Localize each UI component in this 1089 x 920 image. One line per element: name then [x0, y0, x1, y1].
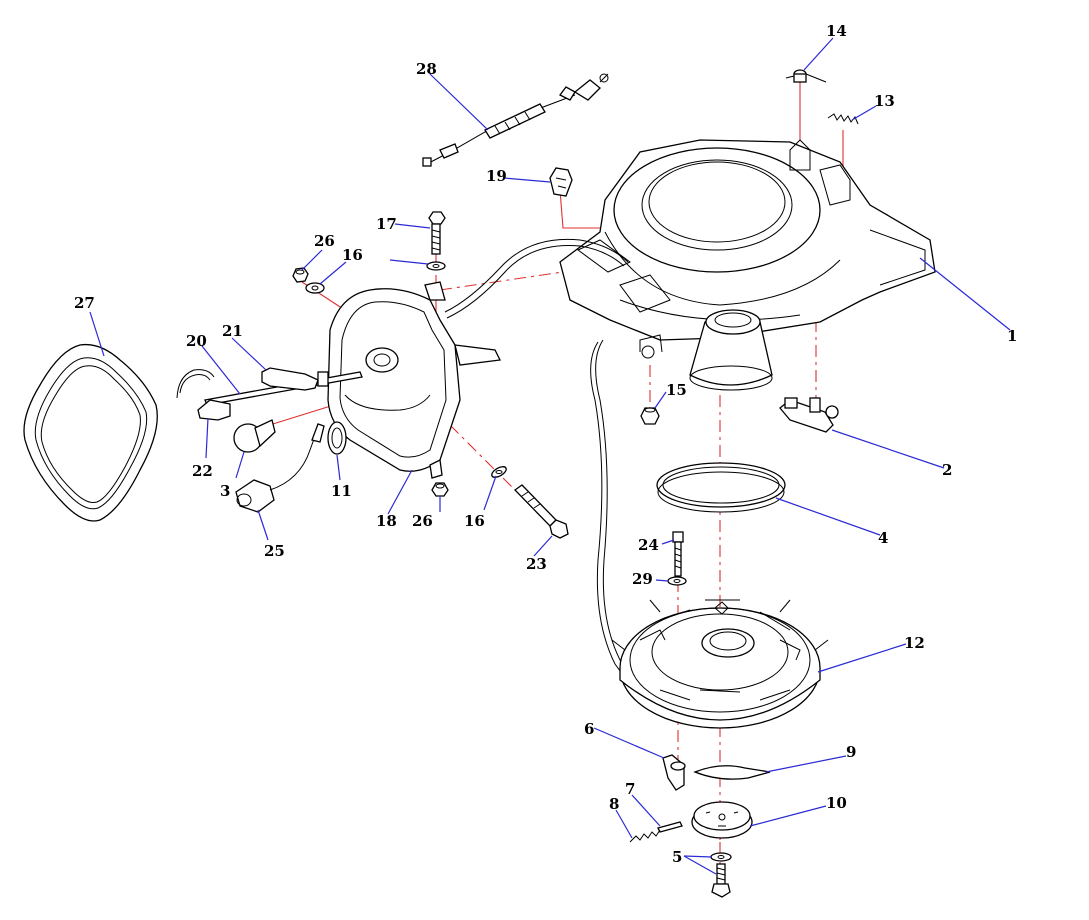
part-19-cable-clip — [549, 167, 573, 197]
callout-8: 8 — [609, 795, 619, 813]
callout-19: 19 — [486, 167, 507, 185]
callout-2: 2 — [942, 461, 952, 479]
callout-5: 5 — [672, 848, 682, 866]
part-4-o-ring — [656, 462, 786, 513]
part-18-handle-bracket — [327, 281, 501, 479]
part-27-rubber-seal — [23, 343, 158, 522]
part-2-stop-bracket — [779, 397, 839, 433]
callout-9: 9 — [846, 743, 856, 761]
callout-12: 12 — [904, 634, 925, 652]
callout-1: 1 — [1007, 327, 1017, 345]
callout-14: 14 — [826, 22, 847, 40]
part-22-knob — [197, 399, 231, 421]
callout-leaders — [89, 37, 1011, 875]
callout-6: 6 — [584, 720, 594, 738]
part-29-washer — [667, 576, 687, 586]
starter-cone-boss — [689, 309, 773, 391]
callout-11: 11 — [331, 482, 352, 500]
part-25-connector — [235, 423, 325, 513]
part-7-pin — [657, 821, 683, 833]
callout-16a: 16 — [342, 246, 363, 264]
part-26-nut-b — [431, 482, 449, 497]
part-15-nut — [640, 407, 660, 425]
callout-29: 29 — [632, 570, 653, 588]
part-16-washer-a — [426, 261, 446, 271]
callout-26b: 26 — [412, 512, 433, 530]
part-3-stop-knob — [233, 419, 276, 453]
part-23-long-bolt — [514, 484, 569, 539]
callout-17: 17 — [376, 215, 397, 233]
part-1-recoil-housing — [559, 139, 936, 359]
part-21-lever — [261, 367, 329, 391]
callout-13: 13 — [874, 92, 895, 110]
part-24-bolt — [672, 531, 684, 577]
callout-23: 23 — [526, 555, 547, 573]
callout-22: 22 — [192, 462, 213, 480]
part-16-washer-c — [491, 466, 507, 478]
callout-16b: 16 — [464, 512, 485, 530]
callout-labels: 1 2 3 4 5 6 7 8 9 10 11 12 13 14 15 16 1… — [74, 22, 1017, 866]
part-9-friction-plate — [693, 765, 771, 780]
callout-24: 24 — [638, 536, 659, 554]
part-26-nut-a — [292, 267, 309, 283]
part-10-retainer-cap — [691, 801, 753, 839]
part-14-spring-clip — [785, 69, 827, 83]
callout-21: 21 — [222, 322, 243, 340]
part-17-bolt — [428, 211, 446, 255]
part-11-gasket — [327, 421, 347, 455]
part-12-rope-reel — [611, 599, 829, 729]
part-8-spring — [629, 829, 661, 843]
part-28-control-cable — [422, 73, 609, 167]
callout-3: 3 — [220, 482, 230, 500]
callout-10: 10 — [826, 794, 847, 812]
callout-27: 27 — [74, 294, 95, 312]
part-5-bolt-washer — [710, 852, 732, 898]
part-6-ratchet-pawl — [662, 754, 686, 791]
callout-25: 25 — [264, 542, 285, 560]
callout-15: 15 — [666, 381, 687, 399]
callout-20: 20 — [186, 332, 207, 350]
callout-4: 4 — [878, 529, 888, 547]
callout-28: 28 — [416, 60, 437, 78]
callout-7: 7 — [625, 780, 635, 798]
part-16-washer-b — [305, 282, 325, 294]
callout-26a: 26 — [314, 232, 335, 250]
callout-18: 18 — [376, 512, 397, 530]
